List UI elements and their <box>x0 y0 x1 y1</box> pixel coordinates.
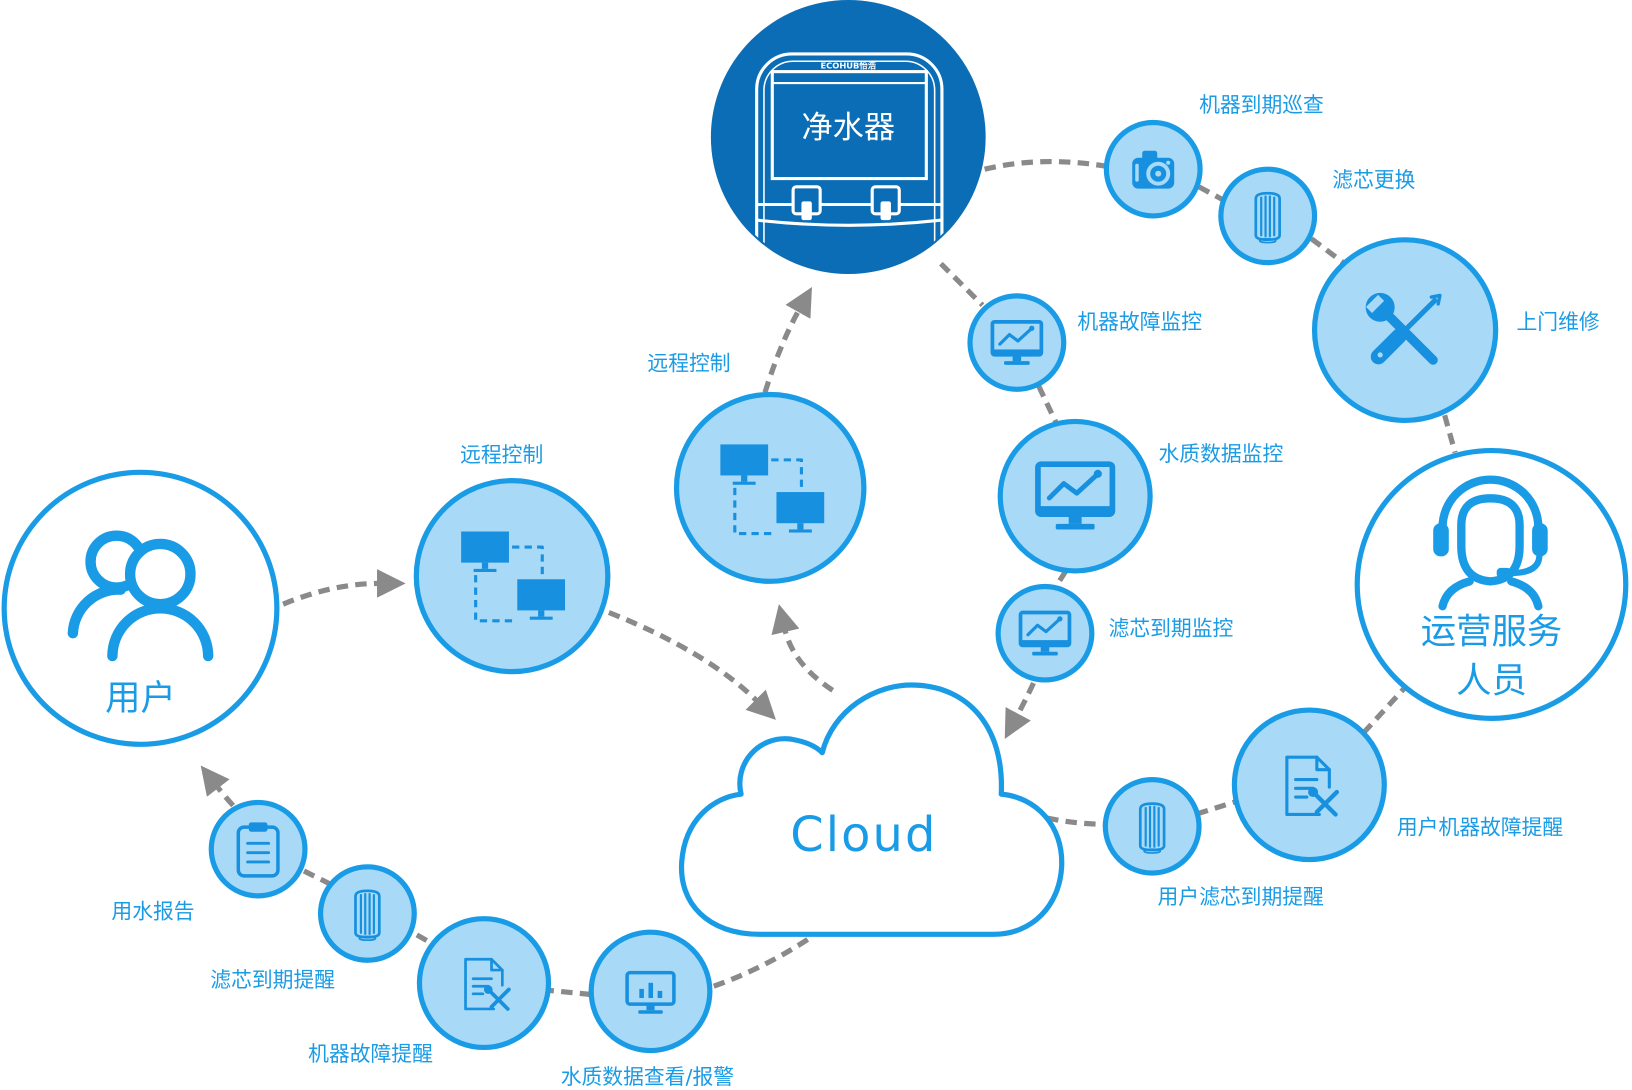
flow-arrow <box>282 569 406 607</box>
node-circle <box>208 799 308 899</box>
customer-service-headset-icon <box>1433 475 1548 611</box>
cloud-hub: Cloud <box>679 682 1065 937</box>
node-circle <box>997 418 1153 574</box>
node-filter-expiry-reminder: 滤芯到期提醒 <box>210 864 417 992</box>
flow-connector <box>1196 798 1238 817</box>
operator-label-line1: 运营服务 <box>1421 612 1563 653</box>
flow-connector <box>706 937 810 991</box>
node-remote-control-cloud: 远程控制 <box>647 352 867 584</box>
operator-hub: 运营服务 人员 <box>1354 447 1629 721</box>
flow-connector <box>1036 385 1060 427</box>
node-circle <box>413 478 611 675</box>
operator-label-line2: 人员 <box>1456 660 1527 701</box>
node-user-filter-reminder: 用户滤芯到期提醒 <box>1102 777 1324 909</box>
node-circle <box>317 864 417 963</box>
user-hub: 用户 <box>1 469 280 747</box>
node-circle <box>1231 707 1387 863</box>
node-circle <box>995 583 1095 683</box>
node-label: 用户滤芯到期提醒 <box>1157 885 1324 909</box>
flow-connector <box>1361 683 1410 735</box>
node-circle <box>967 293 1067 392</box>
flow-arrow <box>607 610 776 720</box>
node-onsite-repair: 上门维修 <box>1311 237 1600 424</box>
flow-arrow <box>200 765 236 808</box>
flow-connector <box>984 158 1106 172</box>
purifier-brand: ECOHUB怡浩 <box>821 61 877 71</box>
flow-arrow <box>1004 681 1036 739</box>
flow-connector <box>1309 236 1347 266</box>
node-label: 用水报告 <box>111 900 194 924</box>
node-water-usage-report: 用水报告 <box>111 799 308 924</box>
flow-arrow <box>762 286 812 394</box>
node-user-fault-reminder: 用户机器故障提醒 <box>1231 707 1564 863</box>
flow-arrow <box>771 604 835 693</box>
node-circle <box>1102 777 1202 876</box>
node-label: 滤芯更换 <box>1332 168 1415 192</box>
flow-connector <box>300 867 333 887</box>
node-machine-expiry-inspection: 机器到期巡查 <box>1103 93 1324 219</box>
flow-connector <box>1046 815 1106 827</box>
node-label: 上门维修 <box>1517 310 1600 334</box>
flow-connectors <box>200 158 1458 998</box>
node-machine-fault-reminder: 机器故障提醒 <box>308 916 552 1066</box>
user-label: 用户 <box>105 678 176 719</box>
flow-connector <box>939 261 985 308</box>
node-label: 机器到期巡查 <box>1199 93 1324 117</box>
node-label: 远程控制 <box>647 352 730 376</box>
purifier-label: 净水器 <box>801 110 895 146</box>
node-label: 用户机器故障提醒 <box>1397 816 1564 840</box>
flow-connector <box>1442 414 1458 454</box>
node-circle <box>673 391 867 584</box>
node-label: 水质数据查看/报警 <box>561 1065 734 1089</box>
node-label: 滤芯到期监控 <box>1109 616 1234 640</box>
flow-connector <box>548 987 592 998</box>
node-label: 水质数据监控 <box>1158 442 1283 466</box>
node-circle <box>1218 166 1318 266</box>
cloud-icon <box>679 682 1065 937</box>
flow-connector <box>1053 569 1069 589</box>
users-icon <box>67 530 214 662</box>
flow-connector <box>1197 184 1226 203</box>
cloud-label: Cloud <box>790 808 937 863</box>
node-label: 滤芯到期提醒 <box>210 968 335 992</box>
node-circle <box>416 916 552 1051</box>
node-label: 机器故障提醒 <box>308 1042 433 1066</box>
node-water-quality-view-alarm: 水质数据查看/报警 <box>561 929 734 1089</box>
purifier-hub: ECOHUB怡浩 净水器 <box>710 0 986 275</box>
water-purifier-icon <box>755 52 944 272</box>
node-label: 机器故障监控 <box>1077 310 1202 334</box>
flow-connector <box>410 929 429 943</box>
node-filter-replacement: 滤芯更换 <box>1218 166 1416 266</box>
node-label: 远程控制 <box>460 443 543 467</box>
node-filter-expiry-monitoring: 滤芯到期监控 <box>995 583 1234 683</box>
node-machine-fault-monitoring: 机器故障监控 <box>967 293 1202 392</box>
node-water-quality-monitoring: 水质数据监控 <box>997 418 1283 574</box>
node-remote-control-user: 远程控制 <box>413 443 611 675</box>
